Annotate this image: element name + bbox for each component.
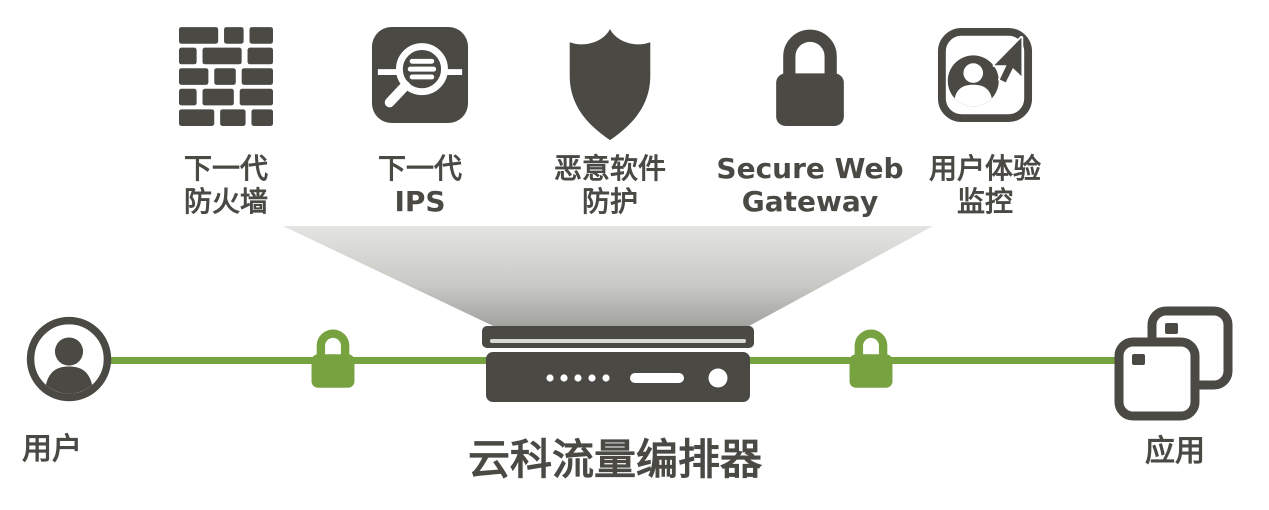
service-label-user-experience-monitoring: 用户体验 监控 bbox=[875, 152, 1095, 218]
magnifier-scan-icon bbox=[310, 26, 530, 144]
service-label-line: Gateway bbox=[741, 185, 879, 219]
service-label-line: 恶意软件 bbox=[553, 152, 666, 185]
shield-icon bbox=[500, 26, 720, 144]
service-label-line: 下一代 bbox=[377, 152, 462, 185]
user-icon bbox=[24, 314, 114, 404]
service-user-experience-monitoring: 用户体验 监控 bbox=[875, 26, 1095, 218]
service-label-line: 防护 bbox=[581, 185, 638, 219]
encryption-lock-left-icon bbox=[305, 322, 361, 392]
orchestrator-label: 云科流量编排器 bbox=[467, 435, 762, 484]
service-label-line: Secure Web bbox=[716, 152, 904, 185]
service-secure-web-gateway: Secure Web Gateway bbox=[700, 26, 920, 218]
service-label-line: 下一代 bbox=[183, 152, 268, 185]
applications-icon bbox=[1110, 306, 1236, 422]
orchestrator-appliance-icon bbox=[478, 324, 758, 406]
funnel-shape bbox=[283, 226, 933, 332]
service-label-line: IPS bbox=[394, 185, 446, 219]
applications-label: 应用 bbox=[1145, 434, 1205, 469]
user-label: 用户 bbox=[22, 432, 82, 467]
user-cursor-icon bbox=[875, 26, 1095, 144]
service-label-line: 防火墙 bbox=[183, 185, 268, 219]
service-next-gen-ips: 下一代 IPS bbox=[310, 26, 530, 218]
encryption-lock-right-icon bbox=[843, 322, 899, 392]
firewall-brick-icon bbox=[116, 26, 336, 144]
service-next-gen-firewall: 下一代 防火墙 bbox=[116, 26, 336, 218]
service-label-next-gen-ips: 下一代 IPS bbox=[310, 152, 530, 218]
service-label-line: 用户体验 bbox=[928, 152, 1041, 185]
service-label-next-gen-firewall: 下一代 防火墙 bbox=[116, 152, 336, 218]
service-label-secure-web-gateway: Secure Web Gateway bbox=[700, 152, 920, 218]
service-label-line: 监控 bbox=[956, 185, 1013, 219]
service-label-malware-protection: 恶意软件 防护 bbox=[500, 152, 720, 218]
padlock-icon bbox=[700, 26, 920, 144]
service-malware-protection: 恶意软件 防护 bbox=[500, 26, 720, 218]
